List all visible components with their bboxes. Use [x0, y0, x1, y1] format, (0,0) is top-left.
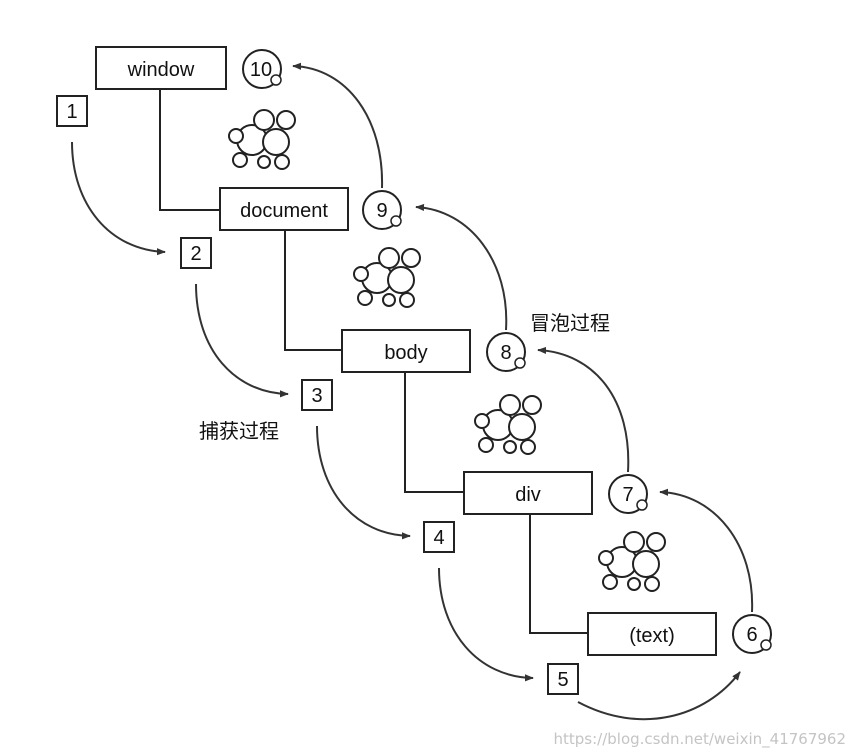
bubble-arrow-6-7 — [659, 488, 754, 613]
node-label: (text) — [629, 625, 675, 647]
bubble-step-8: 8 — [486, 332, 526, 372]
bubble-cluster-icon — [474, 394, 542, 455]
step-number: 7 — [622, 484, 633, 506]
capture-arrow-3-4 — [316, 425, 411, 540]
capture-phase-label: 捕获过程 — [199, 419, 279, 443]
node-label: window — [127, 59, 195, 81]
node-body: body — [341, 329, 471, 373]
node-window: window — [95, 46, 227, 90]
bubble-arrow-8-9 — [415, 203, 508, 331]
bubble-step-6: 6 — [732, 614, 772, 654]
capture-step-2: 2 — [180, 237, 212, 269]
bubble-cluster-icon — [598, 531, 666, 592]
capture-arrow-1-2 — [71, 141, 166, 256]
bubble-phase-label: 冒泡过程 — [530, 311, 610, 335]
tree-connectors — [159, 89, 588, 634]
capture-arrow-4-5 — [438, 567, 534, 682]
capture-arrows — [71, 141, 534, 682]
node-label: div — [515, 484, 541, 506]
node-document: document — [219, 187, 349, 231]
bubble-step-9: 9 — [362, 190, 402, 230]
bubble-step-10: 10 — [242, 49, 282, 89]
capture-step-1: 1 — [56, 95, 88, 127]
step-number: 10 — [250, 59, 272, 81]
step-number: 5 — [557, 669, 568, 691]
step-number: 6 — [746, 624, 757, 646]
capture-step-5: 5 — [547, 663, 579, 695]
node-label: document — [240, 200, 328, 222]
bubble-arrow-9-10 — [292, 62, 384, 189]
step-number: 1 — [66, 101, 77, 123]
node-text: (text) — [587, 612, 717, 656]
step-number: 8 — [500, 342, 511, 364]
bubble-arrow-7-8 — [537, 346, 630, 473]
capture-step-3: 3 — [301, 379, 333, 411]
node-label: body — [384, 342, 427, 364]
step-number: 4 — [433, 527, 444, 549]
bubble-cluster-icon — [228, 109, 296, 170]
bubble-cluster-icon — [353, 247, 421, 308]
capture-step-4: 4 — [423, 521, 455, 553]
bubble-arrows — [292, 62, 754, 721]
bubble-step-7: 7 — [608, 474, 648, 514]
bubble-arrow-5-6 — [577, 671, 741, 721]
step-number: 2 — [190, 243, 201, 265]
capture-arrow-2-3 — [195, 283, 289, 398]
node-div: div — [463, 471, 593, 515]
watermark: https://blog.csdn.net/weixin_41767962 — [553, 730, 846, 749]
step-number: 9 — [376, 200, 387, 222]
step-number: 3 — [311, 385, 322, 407]
